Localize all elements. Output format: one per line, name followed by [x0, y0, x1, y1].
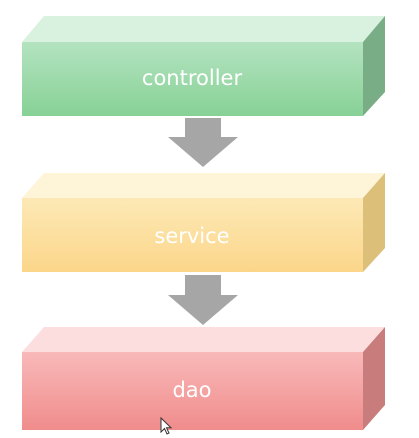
controller-box-side	[363, 16, 385, 116]
dao-layer: dao	[22, 327, 385, 430]
service-box-front	[22, 198, 363, 272]
arrow-down-icon	[168, 118, 238, 167]
service-box-side	[363, 173, 385, 272]
controller-layer: controller	[22, 16, 385, 116]
dao-box-side	[363, 327, 385, 430]
mouse-pointer-icon	[160, 416, 173, 435]
service-label: service	[154, 224, 229, 248]
controller-box-front	[22, 42, 363, 116]
dao-box-front	[22, 352, 363, 430]
service-box-top	[22, 173, 385, 198]
dao-label: dao	[172, 378, 211, 402]
dao-box-top	[22, 327, 385, 352]
controller-label: controller	[142, 66, 243, 90]
controller-box-top	[22, 16, 385, 42]
arrow-down-icon	[168, 275, 238, 325]
service-layer: service	[22, 173, 385, 272]
